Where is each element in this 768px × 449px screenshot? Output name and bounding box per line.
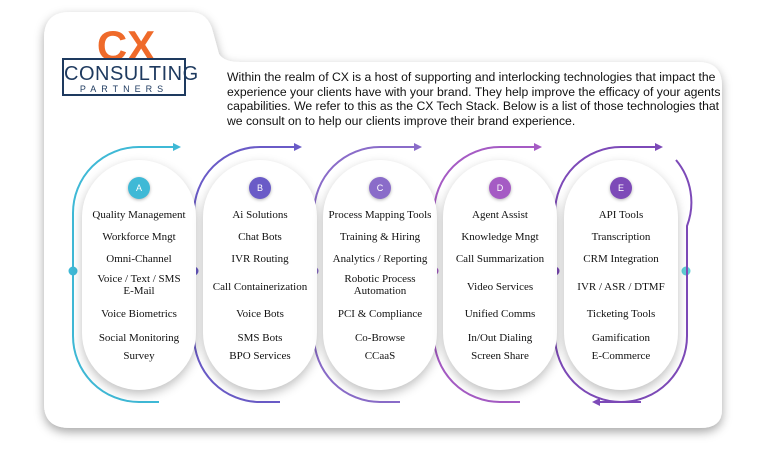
- tech-item: Agent Assist: [472, 209, 528, 221]
- tech-item: IVR / ASR / DTMF: [577, 281, 665, 293]
- arc-dot: [68, 266, 78, 276]
- column-badge: B: [249, 177, 271, 199]
- tech-item: SMS Bots: [237, 332, 283, 344]
- tech-item: Voice Bots: [236, 308, 284, 320]
- tech-item: BPO Services: [229, 350, 291, 362]
- tech-item: Transcription: [591, 231, 651, 243]
- tech-item: Process Mapping Tools: [328, 209, 432, 221]
- tech-item: Call Summarization: [455, 253, 545, 265]
- column-badge: A: [128, 177, 150, 199]
- tech-item: Knowledge Mngt: [461, 231, 539, 243]
- tech-item: Ai Solutions: [232, 209, 288, 221]
- arc-arrow-head: [534, 143, 542, 151]
- tech-item: Workforce Mngt: [102, 231, 176, 243]
- tech-item: Ticketing Tools: [586, 308, 656, 320]
- tech-item: Gamification: [591, 332, 651, 344]
- tech-item: Analytics / Reporting: [332, 253, 428, 265]
- logo-wordmark: CONSULTING PARTNERS: [62, 58, 199, 96]
- tech-item: Voice Biometrics: [101, 308, 177, 320]
- tech-item: CCaaS: [364, 350, 396, 362]
- tech-item: IVR Routing: [231, 253, 289, 265]
- tech-item: Chat Bots: [238, 231, 282, 243]
- tech-item: CRM Integration: [583, 253, 659, 265]
- column-badge: C: [369, 177, 391, 199]
- intro-paragraph: Within the realm of CX is a host of supp…: [227, 70, 721, 128]
- tech-item: In/Out Dialing: [467, 332, 533, 344]
- column-badge: D: [489, 177, 511, 199]
- arc-arrow-head: [655, 143, 663, 151]
- column-badge: E: [610, 177, 632, 199]
- tech-item: Omni-Channel: [106, 253, 172, 265]
- final-arc-arrow-head: [592, 398, 600, 406]
- tech-item: Social Monitoring: [98, 332, 180, 344]
- arc-arrow-head: [414, 143, 422, 151]
- tech-item: API Tools: [598, 209, 644, 221]
- tech-item: PCI & Compliance: [337, 308, 423, 320]
- cx-logo-mark: CX: [97, 24, 155, 64]
- tech-item: Training & Hiring: [339, 231, 421, 243]
- final-arc: [600, 159, 693, 403]
- logo-mark-text: CX: [97, 24, 155, 64]
- tech-item: Quality Management: [92, 209, 186, 221]
- tech-item: Unified Comms: [464, 308, 536, 320]
- arc-arrow-head: [173, 143, 181, 151]
- tech-item: Call Containerization: [212, 281, 308, 293]
- logo-tagline: PARTNERS: [79, 84, 169, 94]
- arc-arrow-head: [294, 143, 302, 151]
- tech-item: Video Services: [466, 281, 534, 293]
- tech-item: Screen Share: [471, 350, 529, 362]
- logo-name: CONSULTING: [64, 63, 199, 85]
- tech-item: Survey: [123, 350, 155, 362]
- tech-item: E-Commerce: [591, 350, 651, 362]
- tech-item: Co-Browse: [354, 332, 406, 344]
